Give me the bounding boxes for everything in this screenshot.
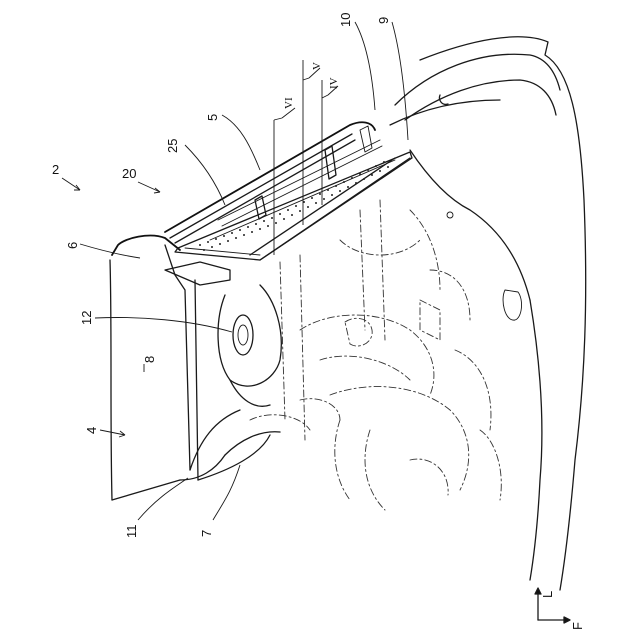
- label-25: 25: [165, 139, 180, 153]
- label-10: 10: [338, 13, 353, 27]
- section-marks: VI V IV: [283, 62, 340, 109]
- direction-label-right: F: [570, 622, 585, 630]
- body-outline: [390, 37, 586, 590]
- label-4: 4: [84, 427, 99, 434]
- label-7: 7: [199, 530, 214, 537]
- section-mark-iv: IV: [328, 77, 340, 89]
- leader-lines: [62, 22, 408, 520]
- label-2: 2: [52, 162, 59, 177]
- label-6: 6: [65, 242, 80, 249]
- direction-indicator: L F: [535, 588, 585, 630]
- section-mark-vi: VI: [283, 97, 295, 109]
- section-mark-v: V: [311, 62, 323, 70]
- side-panel: [110, 236, 270, 500]
- hidden-components: [250, 200, 501, 510]
- label-12: 12: [79, 311, 94, 325]
- label-9: 9: [376, 17, 391, 24]
- speaker-assembly: [190, 285, 281, 470]
- parcel-shelf: [165, 122, 412, 260]
- label-8: 8: [142, 356, 157, 363]
- label-5: 5: [205, 114, 220, 121]
- label-11: 11: [124, 525, 139, 539]
- label-20: 20: [122, 166, 136, 181]
- direction-label-up: L: [540, 591, 555, 598]
